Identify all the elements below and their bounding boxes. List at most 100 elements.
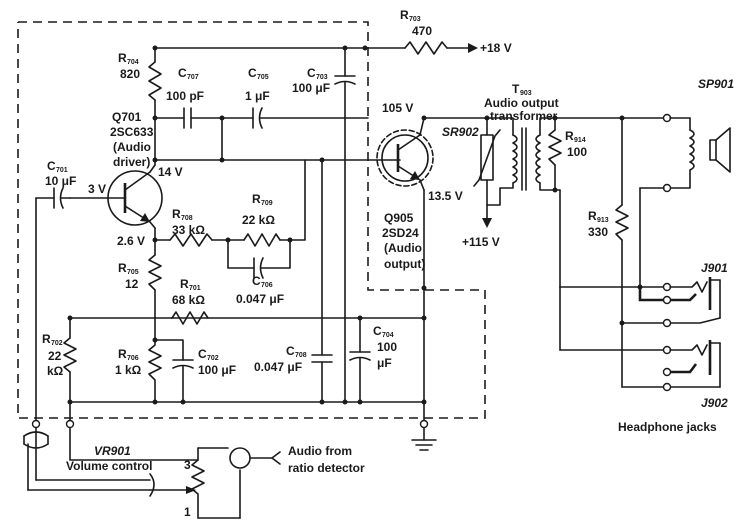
- r706-sub: 706: [127, 355, 139, 362]
- r705-sub: 705: [127, 269, 139, 276]
- sp901-label: SP901: [698, 77, 734, 91]
- r702-value-line1: 22: [48, 349, 62, 363]
- r703-value: 470: [412, 24, 432, 38]
- r913-sub: 913: [597, 217, 609, 224]
- c706-ref: C: [252, 274, 261, 288]
- vr901-label: Volume control: [66, 459, 152, 473]
- c701-ref: C: [47, 159, 56, 173]
- c701-sub: 701: [56, 167, 68, 174]
- r704-ref: R: [118, 51, 127, 65]
- resistor-r706: R 706 1 kΩ: [115, 339, 162, 403]
- c707-ref: C: [178, 66, 187, 80]
- c703-ref: C: [307, 66, 316, 80]
- r702-value-line2: kΩ: [47, 364, 64, 378]
- r701-ref: R: [180, 277, 189, 291]
- module-boundary: [17, 21, 486, 419]
- c704-value-line2: μF: [377, 356, 392, 370]
- r708-ref: R: [172, 207, 181, 221]
- r702-sub: 702: [51, 340, 63, 347]
- v135-label: 13.5 V: [428, 189, 463, 203]
- r704-sub: 704: [127, 59, 139, 66]
- vr901-pin-bottom: 1: [184, 505, 191, 519]
- capacitor-c707: C 707 100 pF: [154, 66, 223, 129]
- transistor-q905: [376, 117, 434, 403]
- r708-sub: 708: [181, 215, 193, 222]
- c702-sub: 702: [207, 355, 219, 362]
- vr901-ref: VR901: [94, 444, 131, 458]
- c705-ref: C: [248, 66, 257, 80]
- c702-value: 100 μF: [198, 363, 236, 377]
- q701-ref: Q701: [112, 110, 142, 124]
- capacitor-c702: C 702 100 μF: [154, 339, 236, 403]
- j902-label: J902: [701, 396, 728, 410]
- t903-ref: T: [512, 82, 520, 96]
- t903-sub: 903: [520, 90, 532, 97]
- resistor-r913: R 913 330: [588, 117, 629, 388]
- resistor-r914: R 914 100: [548, 117, 587, 191]
- c707-sub: 707: [187, 74, 199, 81]
- r709-ref: R: [252, 192, 261, 206]
- q905-part: 2SD24: [382, 226, 419, 240]
- sr902-label: SR902: [442, 125, 479, 139]
- capacitor-c704: C 704 100 μF: [349, 317, 397, 403]
- c708-value: 0.047 μF: [254, 360, 302, 374]
- r705-value: 12: [125, 277, 139, 291]
- r914-ref: R: [565, 129, 574, 143]
- resistor-r702: R 702 22 kΩ: [42, 317, 77, 423]
- capacitor-c703: C 703 100 μF: [292, 47, 356, 403]
- v14-label: 14 V: [158, 165, 183, 179]
- plus-18v-label: +18 V: [480, 41, 512, 55]
- t903-line1: Audio output: [484, 96, 559, 110]
- surge-resistor-sr902: [473, 117, 501, 228]
- r703-sub: 703: [409, 16, 421, 23]
- transformer-t903: T 903 Audio output transformer: [484, 82, 559, 206]
- q905-role-line2: output): [384, 257, 425, 271]
- v26-label: 2.6 V: [117, 234, 145, 248]
- resistor-r705: R 705 12: [118, 254, 162, 341]
- r913-ref: R: [588, 209, 597, 223]
- j901-label: J901: [701, 261, 728, 275]
- c707-value: 100 pF: [166, 89, 204, 103]
- q701-role-line1: (Audio: [113, 140, 151, 154]
- v105-label: 105 V: [382, 101, 413, 115]
- r703-ref: R: [400, 8, 409, 22]
- r913-value: 330: [588, 225, 608, 239]
- c703-sub: 703: [316, 74, 328, 81]
- c704-value-line1: 100: [377, 340, 397, 354]
- r701-value: 68 kΩ: [172, 293, 205, 307]
- vr901-pin-top: 3: [184, 458, 191, 472]
- audio-input-line2: ratio detector: [288, 461, 365, 475]
- r704-value: 820: [120, 67, 140, 81]
- r701-sub: 701: [189, 285, 201, 292]
- r702-ref: R: [42, 332, 51, 346]
- c705-sub: 705: [257, 74, 269, 81]
- t903-line2: transformer: [490, 109, 558, 123]
- plus-115v-label: +115 V: [462, 235, 500, 249]
- resistor-r704: R 704 820: [118, 47, 162, 119]
- r706-ref: R: [118, 347, 127, 361]
- q905-role-line1: (Audio: [384, 241, 422, 255]
- r706-value: 1 kΩ: [115, 363, 142, 377]
- capacitor-c701: C 701 10 μF: [35, 159, 76, 423]
- v3-label: 3 V: [88, 182, 106, 196]
- q701-role-line2: driver): [113, 155, 150, 169]
- speaker-sp901: SP901: [669, 77, 734, 189]
- c704-sub: 704: [382, 332, 394, 339]
- resistor-r709: R 709 22 kΩ: [227, 192, 291, 247]
- c708-sub: 708: [295, 352, 307, 359]
- r708-value: 33 kΩ: [172, 223, 205, 237]
- c706-sub: 706: [261, 282, 273, 289]
- audio-input-line1: Audio from: [288, 444, 352, 458]
- c704-ref: C: [373, 324, 382, 338]
- headphone-jack-j901: J901: [559, 261, 728, 328]
- c706-value: 0.047 μF: [236, 292, 284, 306]
- volume-control-vr901: 3 1 VR901 Volume control: [23, 427, 281, 519]
- capacitor-c708: C 708 0.047 μF: [254, 344, 333, 403]
- r705-ref: R: [118, 261, 127, 275]
- headphone-jack-j902: J902: [559, 286, 728, 410]
- c703-value: 100 μF: [292, 81, 330, 95]
- c702-ref: C: [198, 347, 207, 361]
- r914-sub: 914: [574, 137, 586, 144]
- r709-value: 22 kΩ: [242, 213, 275, 227]
